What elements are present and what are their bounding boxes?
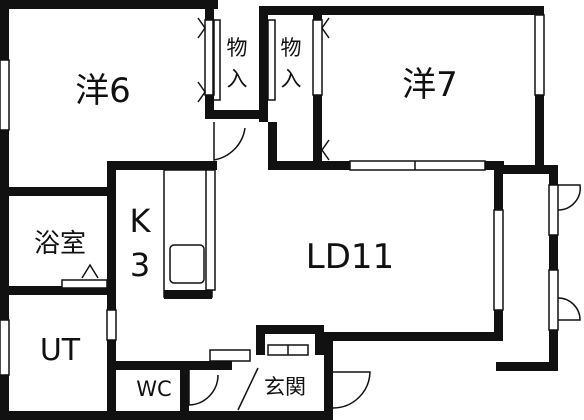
closet-left-marker-top xyxy=(197,17,206,39)
wall-balcony-bottom xyxy=(496,362,558,371)
wall-kitchen-top xyxy=(107,161,217,170)
label-kitchen-1: K xyxy=(130,202,152,240)
wall-left xyxy=(0,0,9,420)
shoe-cabinet xyxy=(209,349,251,362)
wall-bath-bottom xyxy=(0,286,116,295)
window-balcony-upper xyxy=(548,184,559,236)
label-kitchen-2: 3 xyxy=(130,246,150,284)
wall-closet-bottom xyxy=(205,110,268,119)
wall-bottom xyxy=(0,411,333,420)
label-western7: 洋7 xyxy=(402,65,458,105)
wall-balcony-top xyxy=(496,165,558,174)
window-western7 xyxy=(534,14,545,96)
wall-entry-right xyxy=(315,325,324,355)
closet-right-marker-top xyxy=(321,17,330,39)
door-wc xyxy=(188,370,219,406)
label-western6: 洋6 xyxy=(75,71,131,111)
wall-right-lower xyxy=(549,165,558,370)
swing-doors xyxy=(188,122,581,411)
wall-entry-top xyxy=(256,325,324,334)
room-labels: 洋6 洋7 物 入 物 入 K 3 浴室 LD11 UT WC 玄関 xyxy=(34,36,458,401)
door-balcony-upper xyxy=(557,184,581,211)
label-entrance: 玄関 xyxy=(264,375,306,399)
kitchen-counter-base xyxy=(164,290,212,299)
ld-marker xyxy=(321,139,330,161)
wall-wc-top xyxy=(107,361,232,370)
door-western6 xyxy=(213,122,246,161)
wall-entrance-right xyxy=(324,332,333,420)
wall-bath-top xyxy=(0,187,116,196)
window-ld-top xyxy=(349,160,486,171)
label-closet-left-2: 入 xyxy=(227,67,248,91)
label-bath: 浴室 xyxy=(34,229,86,259)
wall-wc-right xyxy=(180,361,189,420)
window-balcony-lower xyxy=(548,269,559,331)
door-balcony-lower xyxy=(557,297,581,321)
wall-closets-divider xyxy=(259,6,268,122)
sink-icon xyxy=(169,244,205,284)
closet-right-inner xyxy=(267,19,276,101)
wall-ld-top-step xyxy=(268,122,277,170)
label-closet-right-1: 物 xyxy=(281,36,302,60)
windows xyxy=(0,14,559,376)
wall-left-mid xyxy=(0,161,9,191)
kitchen-fixtures xyxy=(163,169,216,299)
window-ut-door xyxy=(106,309,117,341)
closet-left-marker-bottom xyxy=(197,81,206,103)
kitchen-window xyxy=(205,169,216,291)
door-markers xyxy=(81,17,330,279)
label-utility: UT xyxy=(40,333,81,368)
door-entrance xyxy=(332,371,371,409)
bath-door xyxy=(61,279,108,289)
window-ut xyxy=(0,319,10,376)
label-ldk: LD11 xyxy=(306,237,394,277)
label-closet-left-1: 物 xyxy=(227,36,248,60)
wall-entry-left xyxy=(256,325,265,355)
label-toilet: WC xyxy=(136,377,171,401)
wall-bottom-right xyxy=(317,332,503,341)
closet-left-door xyxy=(204,19,215,96)
window-ld-right xyxy=(493,209,504,311)
closet-left-inner xyxy=(212,19,221,101)
wall-top-right xyxy=(262,6,544,15)
label-closet-right-2: 入 xyxy=(281,67,302,91)
wall-top-left xyxy=(0,0,218,9)
closet-right-door xyxy=(312,19,323,96)
entrance-step xyxy=(237,367,259,411)
bath-marker xyxy=(81,263,99,279)
window-western6 xyxy=(0,59,10,131)
